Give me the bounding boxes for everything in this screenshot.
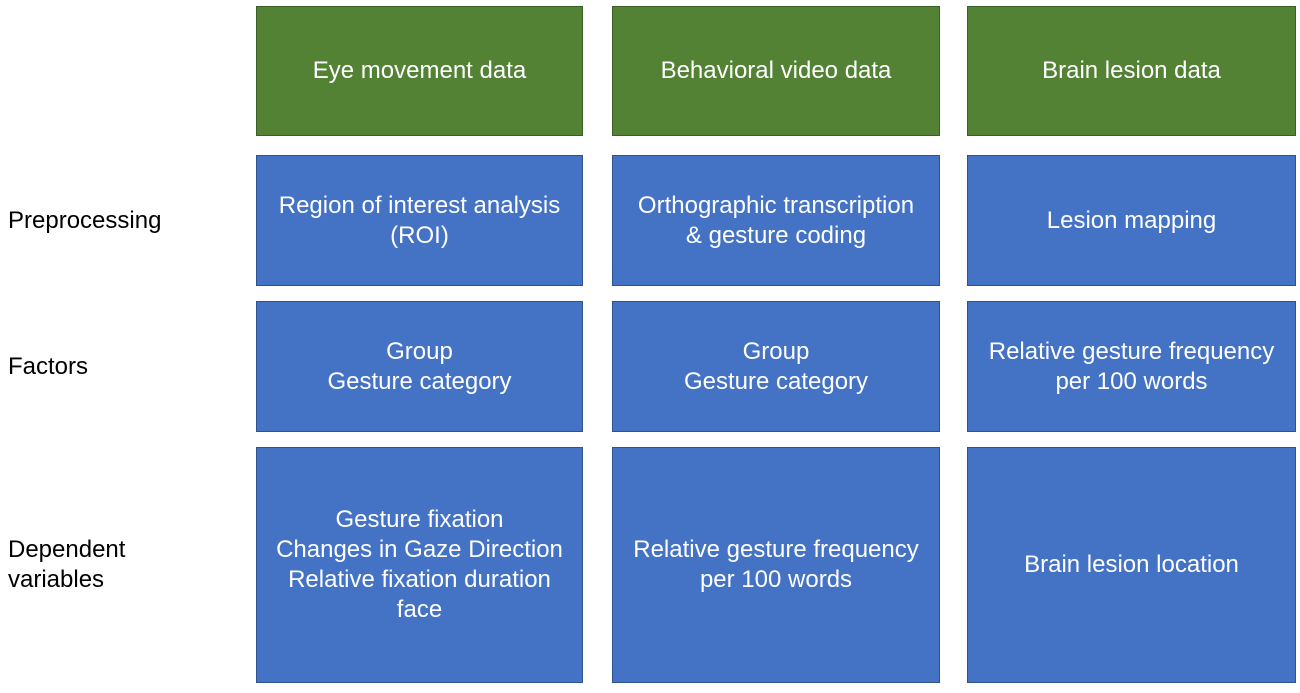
cell-dependent-brain-lesion: Brain lesion location xyxy=(967,447,1296,683)
cell-preprocessing-brain-lesion: Lesion mapping xyxy=(967,155,1296,286)
cell-factors-brain-lesion: Relative gesture frequency per 100 words xyxy=(967,301,1296,432)
cell-factors-behavioral-video: Group Gesture category xyxy=(612,301,940,432)
header-eye-movement-data: Eye movement data xyxy=(256,6,583,136)
cell-preprocessing-eye-movement: Region of interest analysis (ROI) xyxy=(256,155,583,286)
header-brain-lesion-data: Brain lesion data xyxy=(967,6,1296,136)
row-label-preprocessing: Preprocessing xyxy=(8,206,162,234)
row-label-factors: Factors xyxy=(8,352,89,380)
header-behavioral-video-data: Behavioral video data xyxy=(612,6,940,136)
cell-dependent-behavioral-video: Relative gesture frequency per 100 words xyxy=(612,447,940,683)
cell-preprocessing-behavioral-video: Orthographic transcription & gesture cod… xyxy=(612,155,940,286)
row-label-dependent-variables: Dependent variables xyxy=(8,536,126,593)
cell-factors-eye-movement: Group Gesture category xyxy=(256,301,583,432)
cell-dependent-eye-movement: Gesture fixation Changes in Gaze Directi… xyxy=(256,447,583,683)
